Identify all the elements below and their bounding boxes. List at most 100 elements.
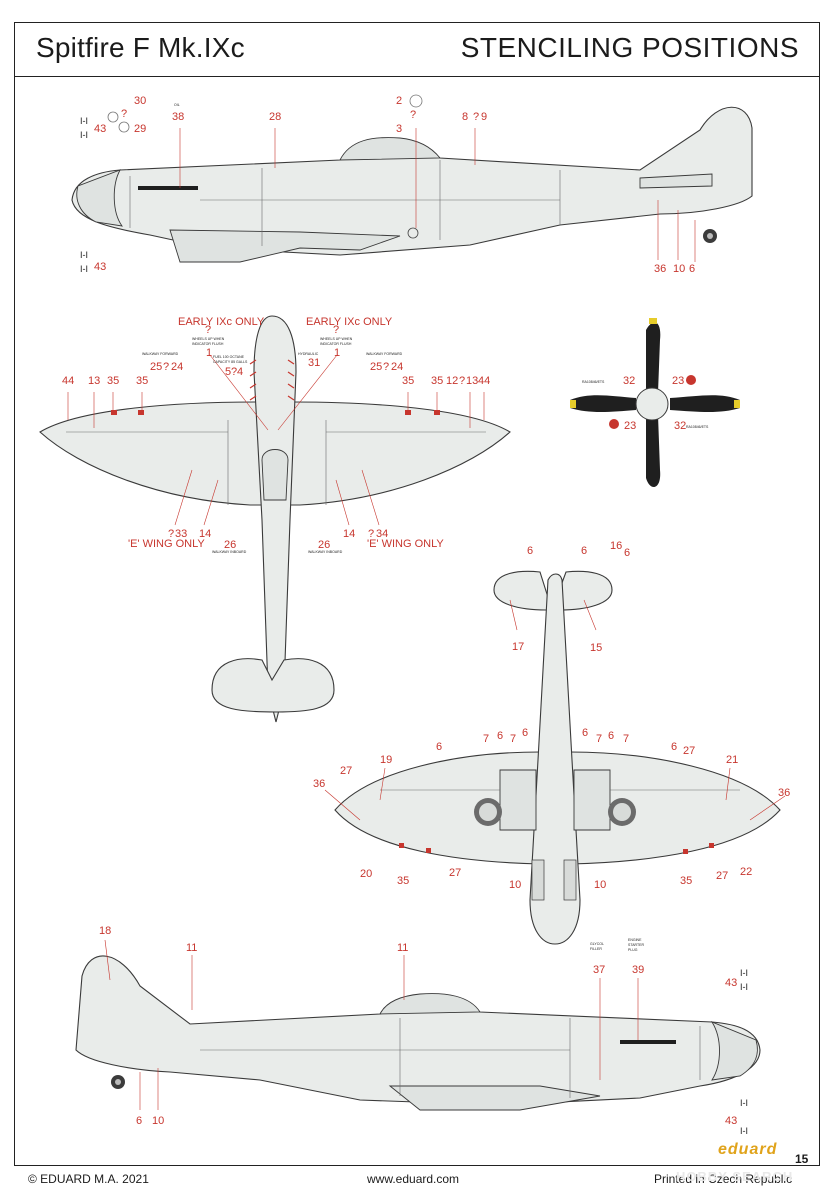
callout: 7 <box>596 733 602 745</box>
stencil-glycol-2: FILLER <box>590 947 602 951</box>
callout: 11 <box>397 942 408 954</box>
callout: 43 <box>725 977 737 989</box>
callout: 27 <box>340 765 352 777</box>
callout: 35 <box>136 375 148 387</box>
callout: 23 <box>624 420 636 432</box>
callout: 2 <box>396 95 402 107</box>
page-number: 15 <box>795 1152 809 1166</box>
callout: 44 <box>478 375 490 387</box>
callout: 6 <box>582 727 588 739</box>
callout: 13 <box>88 375 100 387</box>
stencil-prop-serial-upper: RA10846/ETS <box>582 380 605 384</box>
note-e-wing-left: 'E' WING ONLY <box>128 538 205 550</box>
callout: ? <box>383 361 389 373</box>
callout: 14 <box>199 528 211 540</box>
callouts-prop: 32 23 23 32 <box>623 375 686 432</box>
callout: 15 <box>590 642 602 654</box>
callout: 22 <box>740 866 752 878</box>
callout: 8 <box>462 111 468 123</box>
callout: ? <box>473 111 479 123</box>
callout: 34 <box>376 528 388 540</box>
callout: 10 <box>594 879 606 891</box>
callout: 43 <box>725 1115 737 1127</box>
stencil-engine-1: ENGINE <box>628 938 642 942</box>
tailplane-view <box>493 570 613 631</box>
stencil-fuel-2: CAPACITY 85 GALLS <box>213 360 248 364</box>
callout: 6 <box>624 547 630 559</box>
callout: 38 <box>172 111 184 123</box>
callout: ? <box>205 324 211 336</box>
callout: 44 <box>62 375 74 387</box>
svg-text:I-I: I-I <box>740 968 748 978</box>
callout: 24 <box>171 361 183 373</box>
callout: 7 <box>483 733 489 745</box>
stencil-oil: OIL <box>174 103 180 107</box>
svg-text:I-I: I-I <box>740 1126 748 1136</box>
callout: 24 <box>391 361 403 373</box>
callout: 18 <box>99 925 111 937</box>
callout: ? <box>168 528 174 540</box>
callout: 10 <box>673 263 685 275</box>
watermark: HOBBY SEARCH <box>676 1169 794 1184</box>
stencil-wheels-up-l2: INDICATOR FLUSH <box>192 342 224 346</box>
bottom-view <box>324 573 786 945</box>
callout: 27 <box>716 870 728 882</box>
callout: 26 <box>224 539 236 551</box>
callout: 32 <box>674 420 686 432</box>
side-view-left: I-I I-I I-I I-I <box>71 94 753 274</box>
callout: 6 <box>527 545 533 557</box>
stencil-engine-2: STARTER <box>628 943 644 947</box>
callout: 35 <box>680 875 692 887</box>
callout: 13 <box>466 375 478 387</box>
callout: 43 <box>94 123 106 135</box>
callout: 25 <box>150 361 162 373</box>
callout: 23 <box>672 375 684 387</box>
callout: 6 <box>671 741 677 753</box>
callout: 39 <box>632 964 644 976</box>
callout: 28 <box>269 111 281 123</box>
callout: 6 <box>497 730 503 742</box>
callout: 36 <box>778 787 790 799</box>
svg-text:I-I: I-I <box>740 1098 748 1108</box>
stencil-wheels-up-l1: WHEELS UP WHEN <box>192 337 225 341</box>
callout: 27 <box>449 867 461 879</box>
callout: 6 <box>689 263 695 275</box>
callouts-bottom: 7 6 7 6 6 7 6 7 6 6 19 27 36 21 27 36 20… <box>313 727 790 891</box>
callout: 12 <box>446 375 458 387</box>
callout: 32 <box>623 375 635 387</box>
section-title: STENCILING POSITIONS <box>460 32 799 63</box>
callout: 7 <box>510 733 516 745</box>
callouts-top: ? 1 ? 1 25 ? 24 5 ? 4 31 25 ? 24 44 13 3… <box>62 324 490 551</box>
note-early-left: EARLY IXc ONLY <box>178 316 265 328</box>
callout: 6 <box>581 545 587 557</box>
callouts-side-right: 18 11 11 37 39 43 43 6 10 <box>99 925 737 1127</box>
stencil-engine-3: PLUG <box>628 948 638 952</box>
callouts-tail: 6 6 16 6 17 15 <box>512 540 630 654</box>
stencil-fuel-1: FUEL 100 OCTANE <box>213 355 245 359</box>
callout: ? <box>368 528 374 540</box>
callout: 25 <box>370 361 382 373</box>
callout: 31 <box>308 357 320 369</box>
callout: 10 <box>509 879 521 891</box>
callout: 6 <box>522 727 528 739</box>
callout: 19 <box>380 754 392 766</box>
callout: ? <box>459 375 465 387</box>
top-view <box>39 315 511 723</box>
callout: 35 <box>107 375 119 387</box>
page-frame <box>14 22 820 1166</box>
callout: 7 <box>623 733 629 745</box>
stencil-walkway-inboard-right: WALKWAY INBOARD <box>308 550 343 554</box>
callout: 6 <box>436 741 442 753</box>
page-title: Spitfire F Mk.IXc <box>36 32 245 63</box>
callout: 17 <box>512 641 524 653</box>
svg-text:I-I: I-I <box>80 264 88 274</box>
stencil-wheels-up-r1: WHEELS UP WHEN <box>320 337 353 341</box>
callout: 36 <box>654 263 666 275</box>
website: www.eduard.com <box>367 1172 460 1186</box>
callout: 35 <box>402 375 414 387</box>
stencil-glycol-1: GLYCOL <box>590 942 604 946</box>
callout: 30 <box>134 95 146 107</box>
svg-text:I-I: I-I <box>740 982 748 992</box>
callout: 37 <box>593 964 605 976</box>
